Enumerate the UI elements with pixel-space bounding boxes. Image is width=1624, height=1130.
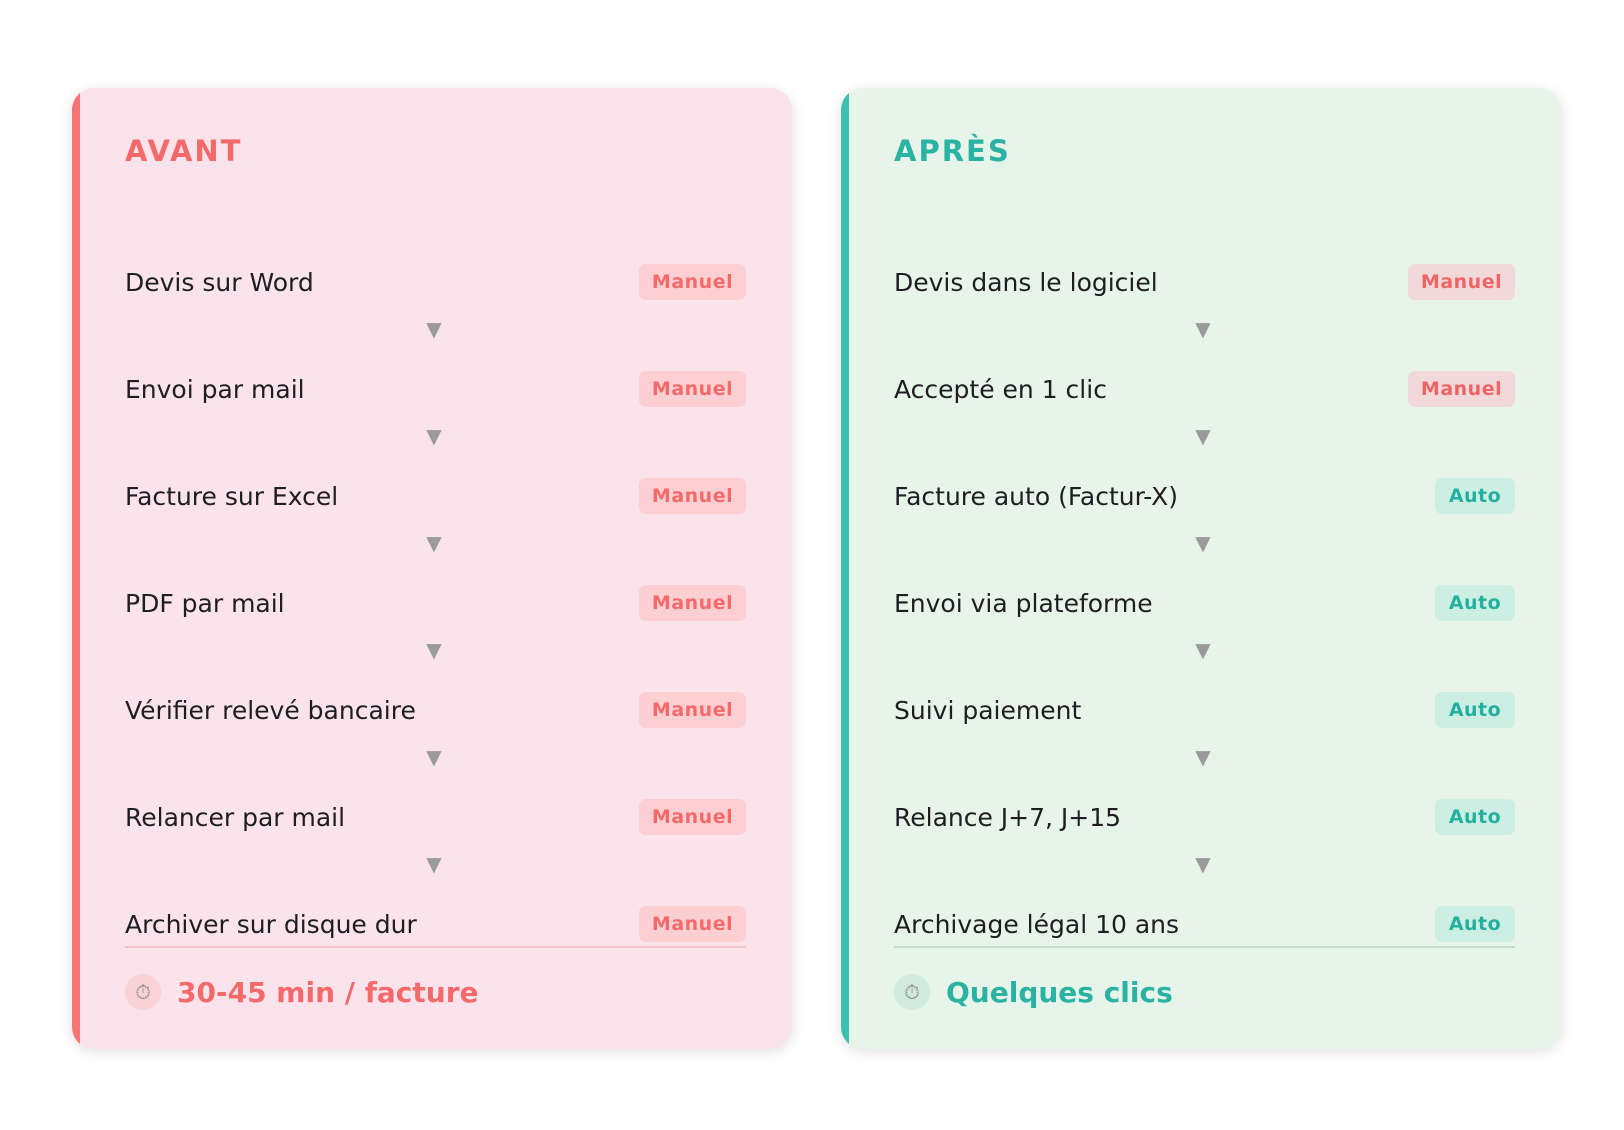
arrow-down-icon: ▼ bbox=[426, 638, 442, 662]
after-step: Devis dans le logiciel Manuel ▼ bbox=[894, 264, 1515, 389]
manual-badge: Manuel bbox=[1408, 371, 1515, 407]
manual-badge: Manuel bbox=[639, 799, 746, 835]
before-time-summary: 30-45 min / facture bbox=[177, 975, 479, 1009]
step-label: Accepté en 1 clic bbox=[894, 374, 1107, 404]
manual-badge: Manuel bbox=[639, 692, 746, 728]
manual-badge: Manuel bbox=[639, 264, 746, 300]
manual-badge: Manuel bbox=[639, 906, 746, 942]
before-divider bbox=[125, 946, 746, 948]
arrow-down-icon: ▼ bbox=[1195, 531, 1211, 555]
step-label: Archiver sur disque dur bbox=[125, 909, 417, 939]
auto-badge: Auto bbox=[1435, 478, 1515, 514]
after-card: APRÈS Devis dans le logiciel Manuel ▼ Ac… bbox=[841, 88, 1561, 1049]
before-accent-bar bbox=[72, 88, 80, 1049]
after-step: Facture auto (Factur-X) Auto ▼ bbox=[894, 478, 1515, 603]
step-label: Devis sur Word bbox=[125, 267, 314, 297]
step-label: Vérifier relevé bancaire bbox=[125, 695, 416, 725]
step-label: Facture sur Excel bbox=[125, 481, 339, 511]
before-step: Facture sur Excel Manuel ▼ bbox=[125, 478, 746, 603]
before-step: PDF par mail Manuel ▼ bbox=[125, 585, 746, 710]
step-label: Facture auto (Factur-X) bbox=[894, 481, 1178, 511]
step-label: Envoi via plateforme bbox=[894, 588, 1153, 618]
auto-badge: Auto bbox=[1435, 585, 1515, 621]
after-footer: ⏱ Quelques clics bbox=[894, 968, 1173, 1016]
after-divider bbox=[894, 946, 1515, 948]
after-time-summary: Quelques clics bbox=[946, 975, 1173, 1009]
before-step: Archiver sur disque dur Manuel bbox=[125, 906, 746, 1031]
step-label: Relance J+7, J+15 bbox=[894, 802, 1122, 832]
manual-badge: Manuel bbox=[639, 478, 746, 514]
timer-icon: ⏱ bbox=[125, 974, 161, 1010]
before-footer: ⏱ 30-45 min / facture bbox=[125, 968, 479, 1016]
before-title: AVANT bbox=[125, 134, 243, 168]
after-step: Envoi via plateforme Auto ▼ bbox=[894, 585, 1515, 710]
arrow-down-icon: ▼ bbox=[426, 317, 442, 341]
before-step: Relancer par mail Manuel ▼ bbox=[125, 799, 746, 924]
before-step: Devis sur Word Manuel ▼ bbox=[125, 264, 746, 389]
arrow-down-icon: ▼ bbox=[426, 424, 442, 448]
after-step: Archivage légal 10 ans Auto bbox=[894, 906, 1515, 1031]
arrow-down-icon: ▼ bbox=[1195, 638, 1211, 662]
manual-badge: Manuel bbox=[639, 585, 746, 621]
arrow-down-icon: ▼ bbox=[426, 531, 442, 555]
after-steps: Devis dans le logiciel Manuel ▼ Accepté … bbox=[894, 264, 1515, 1031]
step-label: Relancer par mail bbox=[125, 802, 346, 832]
before-card: AVANT Devis sur Word Manuel ▼ Envoi par … bbox=[72, 88, 792, 1049]
auto-badge: Auto bbox=[1435, 906, 1515, 942]
after-step: Suivi paiement Auto ▼ bbox=[894, 692, 1515, 817]
arrow-down-icon: ▼ bbox=[426, 852, 442, 876]
after-title: APRÈS bbox=[894, 134, 1011, 168]
arrow-down-icon: ▼ bbox=[1195, 852, 1211, 876]
step-label: PDF par mail bbox=[125, 588, 285, 618]
manual-badge: Manuel bbox=[1408, 264, 1515, 300]
timer-icon: ⏱ bbox=[894, 974, 930, 1010]
after-accent-bar bbox=[841, 88, 849, 1049]
after-step: Relance J+7, J+15 Auto ▼ bbox=[894, 799, 1515, 924]
step-label: Devis dans le logiciel bbox=[894, 267, 1158, 297]
before-step: Vérifier relevé bancaire Manuel ▼ bbox=[125, 692, 746, 817]
after-step: Accepté en 1 clic Manuel ▼ bbox=[894, 371, 1515, 496]
step-label: Suivi paiement bbox=[894, 695, 1082, 725]
before-step: Envoi par mail Manuel ▼ bbox=[125, 371, 746, 496]
step-label: Archivage légal 10 ans bbox=[894, 909, 1180, 939]
auto-badge: Auto bbox=[1435, 692, 1515, 728]
auto-badge: Auto bbox=[1435, 799, 1515, 835]
step-label: Envoi par mail bbox=[125, 374, 305, 404]
before-steps: Devis sur Word Manuel ▼ Envoi par mail M… bbox=[125, 264, 746, 1031]
arrow-down-icon: ▼ bbox=[426, 745, 442, 769]
arrow-down-icon: ▼ bbox=[1195, 745, 1211, 769]
manual-badge: Manuel bbox=[639, 371, 746, 407]
arrow-down-icon: ▼ bbox=[1195, 317, 1211, 341]
arrow-down-icon: ▼ bbox=[1195, 424, 1211, 448]
